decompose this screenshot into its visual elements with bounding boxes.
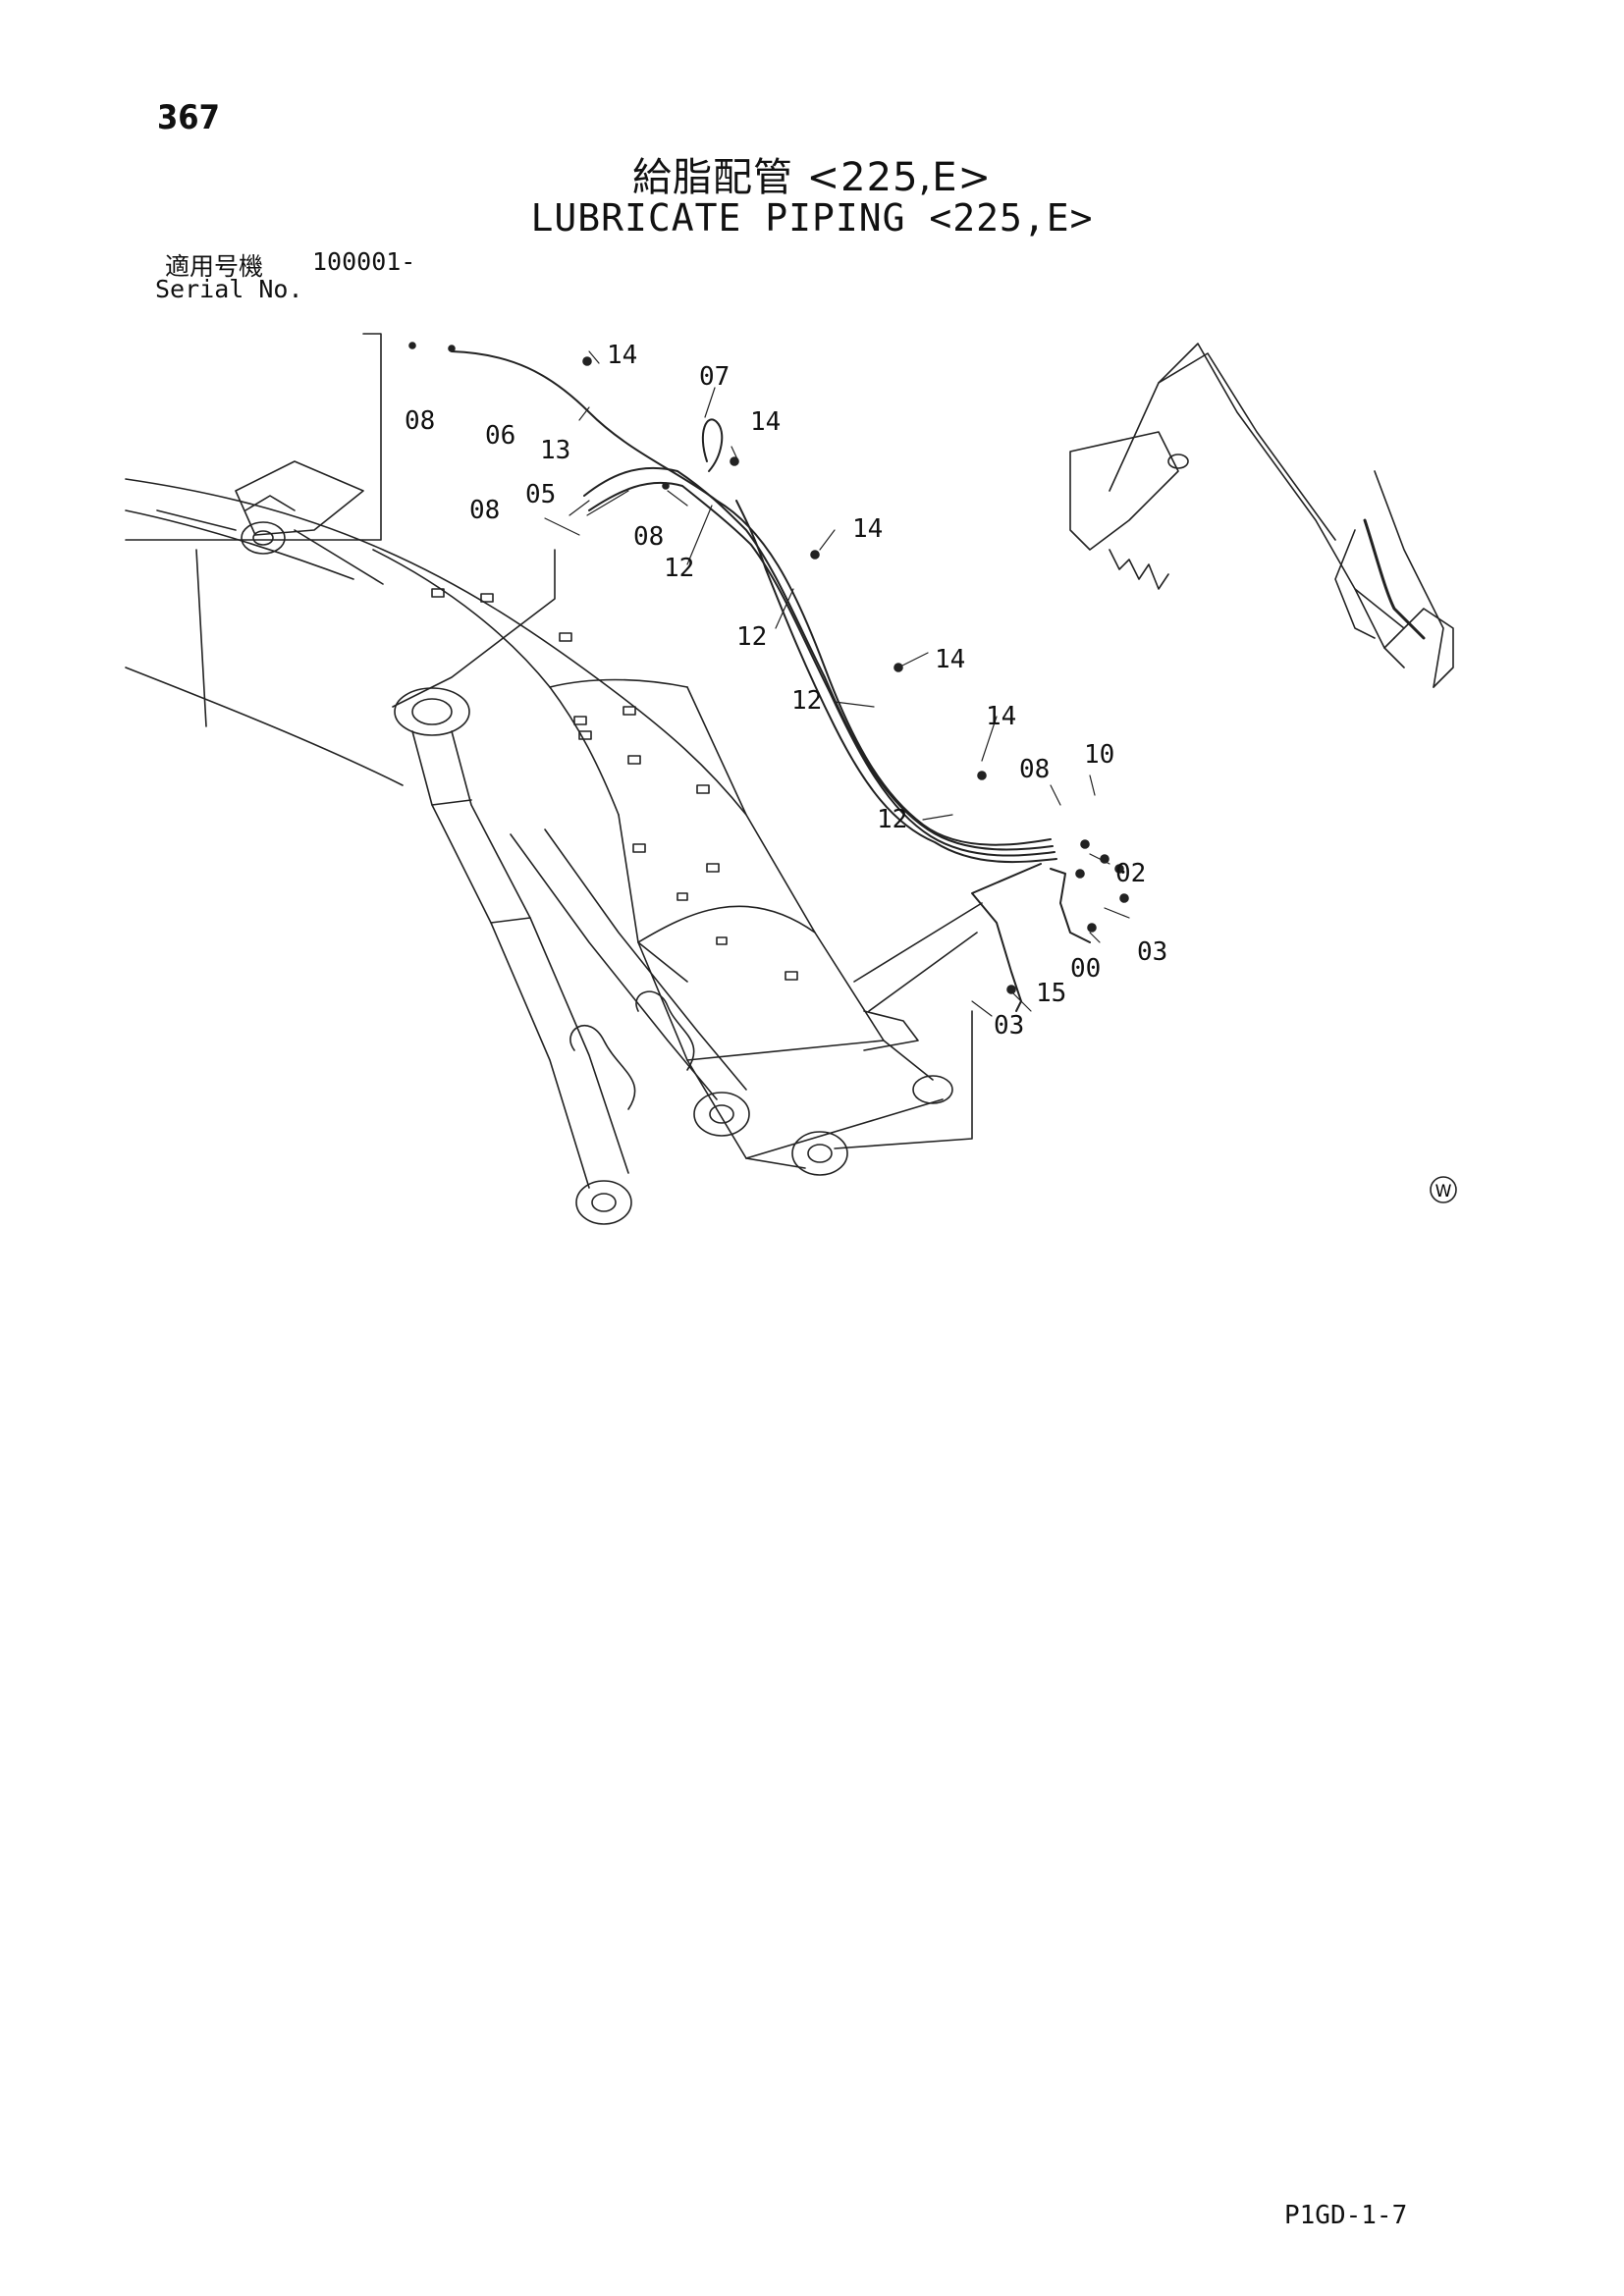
callout-label: 06 <box>485 421 515 451</box>
callout-label: 10 <box>1084 740 1114 770</box>
callout-labels: 14 07 14 08 06 13 05 08 08 12 14 12 14 1… <box>405 341 1167 1041</box>
callout-label: 07 <box>699 362 730 392</box>
callout-label: 13 <box>540 436 570 465</box>
callout-label: 03 <box>1137 937 1167 967</box>
footer-page-code: P1GD-1-7 <box>1284 2201 1408 2230</box>
title-japanese: 給脂配管 <225,E> <box>631 155 993 200</box>
callout-label: 03 <box>994 1011 1024 1041</box>
callout-label: 12 <box>736 622 767 652</box>
circled-w-letter: W <box>1435 1182 1452 1201</box>
callout-leaders <box>544 350 1130 1017</box>
callout-label: 12 <box>791 686 822 716</box>
callout-label: 15 <box>1036 979 1066 1008</box>
callout-label: 14 <box>750 407 781 437</box>
boom-cylinder <box>394 687 636 1225</box>
grease-fittings <box>408 342 1129 994</box>
boom-outline <box>125 478 944 1169</box>
callout-label: 08 <box>405 406 435 436</box>
callout-label: 08 <box>633 522 664 552</box>
boom-foot-pivot <box>156 460 384 585</box>
callout-label: 05 <box>525 480 556 509</box>
callout-label: 00 <box>1070 954 1101 984</box>
serial-label-english: Serial No. <box>155 275 303 303</box>
serial-range: 100001- <box>312 247 416 276</box>
callout-label: 14 <box>986 702 1016 731</box>
lube-hose-bundle <box>451 350 1057 864</box>
callout-label: 12 <box>877 805 907 834</box>
page-number: 367 <box>157 98 220 137</box>
callout-label: 14 <box>607 341 637 370</box>
callout-label: 02 <box>1115 859 1146 888</box>
lower-piping <box>971 863 1091 1012</box>
excavator-overview-inset <box>1069 343 1454 688</box>
callout-label: 08 <box>469 496 500 525</box>
boom-brackets <box>431 588 798 981</box>
boom-tip <box>791 1075 953 1176</box>
circled-w-symbol: W <box>1430 1176 1457 1203</box>
serial-label-japanese: 適用号機 <box>165 252 264 281</box>
arm-cylinder <box>510 828 750 1137</box>
title-english: LUBRICATE PIPING <225,E> <box>530 196 1094 240</box>
callout-label: 08 <box>1019 755 1050 784</box>
callout-label: 14 <box>935 645 965 674</box>
callout-label: 14 <box>852 514 883 544</box>
callout-label: 12 <box>664 554 694 583</box>
